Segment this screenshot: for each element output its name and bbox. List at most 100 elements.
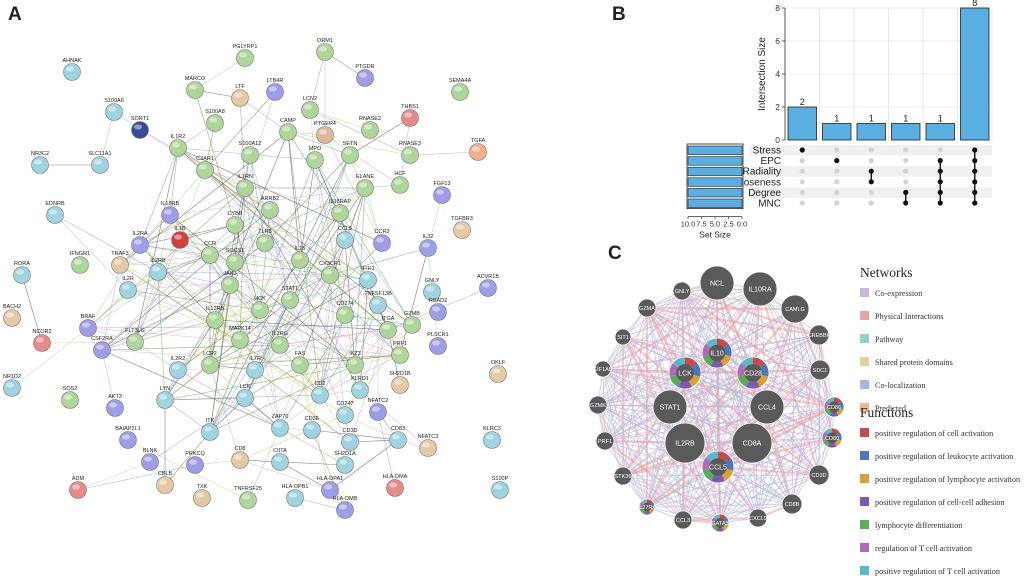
node-highlight — [172, 364, 180, 370]
legend-swatch — [860, 497, 869, 506]
network-node: CREBBP — [808, 324, 831, 346]
node-label: SOS2 — [63, 386, 78, 392]
set-size-tick-label: 7.5 — [696, 220, 706, 229]
node-circle — [93, 341, 111, 359]
network-node: LCK — [668, 356, 702, 390]
node-highlight — [264, 204, 272, 210]
node-highlight — [114, 259, 122, 265]
network-node: STAT1 — [652, 389, 688, 425]
node-label: SOCS1 — [226, 248, 245, 254]
network-node: OKLF — [489, 360, 507, 383]
network-edge — [169, 187, 366, 216]
network-node: ZAP70 — [271, 414, 289, 437]
node-highlight — [339, 504, 347, 510]
network-node: CCL5 — [336, 226, 354, 249]
node-label: HCK — [254, 296, 266, 302]
node-label: CD86 — [827, 405, 841, 411]
node-label: MAPK14 — [229, 326, 251, 332]
node-highlight — [244, 149, 252, 155]
set-name-label: Closeness — [734, 177, 781, 188]
set-size-axis-label: Set Size — [699, 230, 731, 240]
node-label: SETN — [343, 141, 358, 147]
legend-label: Shared protein domains — [875, 358, 953, 367]
matrix-dot — [868, 200, 874, 206]
node-circle — [419, 239, 437, 257]
network-edge — [77, 464, 196, 491]
matrix-dot — [903, 158, 909, 164]
legend-label: regulation of T cell activation — [875, 544, 973, 553]
function-legend-item: positive regulation of leukocyte activat… — [860, 451, 1013, 461]
node-label: IL2RG — [272, 331, 288, 337]
legend-label: positive regulation of cell-cell adhesio… — [875, 498, 1005, 507]
node-circle — [91, 156, 109, 174]
node-highlight — [234, 454, 242, 460]
node-label: IL2R — [122, 276, 134, 282]
network-edge — [264, 242, 346, 416]
node-label: SH2D1B — [389, 371, 411, 377]
node-label: CREBBP — [808, 333, 831, 339]
node-highlight — [249, 364, 257, 370]
network-node: GZMA — [637, 298, 657, 318]
node-circle — [171, 231, 189, 249]
node-highlight — [382, 324, 390, 330]
node-label: IL27RA — [638, 505, 657, 511]
node-label: TNFSF13B — [364, 291, 392, 297]
network-edge — [164, 284, 231, 401]
network-edge — [157, 214, 171, 273]
network-edge — [239, 414, 346, 461]
network-edge — [309, 51, 326, 111]
node-highlight — [189, 84, 197, 90]
node-highlight — [172, 142, 180, 148]
network-edge — [177, 309, 261, 371]
node-highlight — [339, 234, 347, 240]
node-outline — [809, 359, 831, 381]
network-node: SEMA4A — [449, 78, 471, 101]
network-node: PLSCR1 — [427, 332, 449, 355]
network-edge — [139, 244, 236, 263]
network-edge — [681, 289, 820, 337]
network-node: CD83 — [389, 426, 407, 449]
network-edge — [427, 194, 443, 249]
node-label: ITK — [206, 418, 215, 424]
node-circle — [419, 439, 437, 457]
node-label: LTB4R — [267, 78, 284, 84]
network-edge — [169, 214, 211, 256]
network-edge — [54, 214, 129, 291]
network-node: CD8 — [231, 446, 249, 469]
network-edge — [244, 299, 291, 399]
node-highlight — [134, 239, 142, 245]
node-circle — [231, 89, 249, 107]
bar-value-label: 2 — [800, 97, 805, 107]
node-outline — [701, 337, 733, 369]
network-edge — [622, 475, 721, 524]
network-node: SOCS1 — [226, 248, 245, 271]
set-size-tick-label: 0.0 — [737, 220, 747, 229]
network-edge — [134, 271, 159, 343]
node-circle — [346, 356, 364, 374]
function-legend-item: positive regulation of lymphocyte activa… — [860, 474, 1020, 484]
function-legend-item: positive regulation of cell-cell adhesio… — [860, 497, 1005, 507]
node-circle — [732, 423, 772, 463]
node-highlight — [259, 237, 267, 243]
network-edge — [279, 279, 369, 429]
node-label: MARCO — [185, 76, 206, 82]
node-label: TGFA — [471, 138, 486, 144]
node-outline — [664, 422, 706, 464]
node-label: SLC11A1 — [88, 151, 111, 157]
network-node: NFATC3 — [418, 434, 438, 457]
network-edge — [244, 187, 261, 311]
node-label: C3AR1 — [196, 156, 214, 162]
node-label: PGLYRP1 — [233, 44, 258, 50]
network-edge — [157, 271, 331, 276]
node-circle — [391, 376, 409, 394]
network-edge — [101, 264, 121, 351]
network-edge — [101, 349, 116, 409]
node-label: IL7R — [249, 356, 261, 362]
network-edge — [669, 406, 793, 505]
node-circle — [69, 481, 87, 499]
network-edge — [101, 209, 271, 351]
node-highlight — [36, 337, 44, 343]
matrix-dot — [834, 179, 840, 185]
node-highlight — [254, 304, 262, 310]
network-edge — [164, 364, 356, 401]
